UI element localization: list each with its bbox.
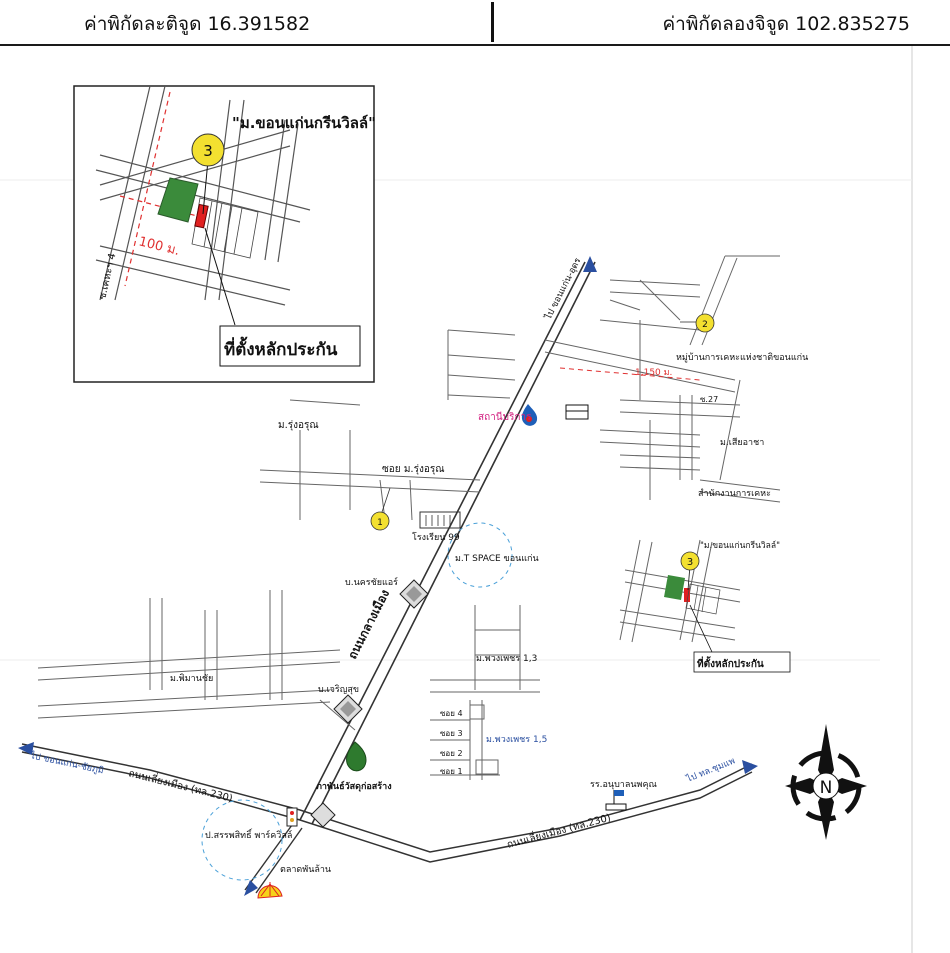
road-main-label: ถนนกลางเมือง [345, 587, 392, 661]
small-greenville-map: 3 "ม.ขอนแก่นกรีนวิลล์" ที่ตั้งหลักประกัน [619, 539, 791, 673]
greenville-small-label: "ม.ขอนแก่นกรีนวิลล์" [700, 540, 780, 551]
building-icon [565, 404, 589, 420]
inset-village-label: "ม.ขอนแก่นกรีนวิลล์" [232, 114, 376, 132]
soi-rungaroon-label: ซอย ม.รุ่งอรุณ [382, 464, 445, 475]
gas-station-label: สถานีบริการ [478, 411, 532, 423]
road-230-east-label: ถนนเลี่ยงเมือง (ทล.230) [505, 810, 612, 851]
coordinates-header: ค่าพิกัดละติจูด 16.391582 ค่าพิกัดลองจิจ… [0, 0, 950, 46]
north-label: N [820, 778, 833, 798]
to-north-label: ไป ขอนแก่น-อุดร [542, 256, 583, 322]
header-divider [491, 2, 494, 42]
soi-1-label: ซอย 1 [440, 767, 463, 776]
main-roads [18, 256, 758, 896]
housing-office-label: สำนักงานการเคหะ [698, 488, 771, 499]
sappasit-label: ป.สรรพสิทธิ์ พาร์ควิลล์ [205, 828, 292, 841]
rungaroon-label: ม.รุ่งอรุณ [278, 420, 319, 431]
tspace-label: ม.T SPACE ขอนแก่น [455, 554, 539, 564]
puangpet-1-label: ม.พวงเพชร 1,3 [476, 654, 537, 664]
north-arrow-icon: N [785, 724, 867, 840]
pt-gas-icon [521, 404, 538, 426]
distance-main-label: 1,150 ม. [635, 368, 672, 378]
location-map: 3 "ม.ขอนแก่นกรีนวิลล์" 100 ม. ซ.เคหะฯ 4 … [0, 46, 913, 953]
marker-2: 2 [680, 313, 715, 333]
pantiwat-icon [346, 741, 367, 772]
charoensuk-label: บ.เจริญสุข [318, 684, 359, 695]
market-label: ตลาดพันล้าน [280, 864, 331, 875]
soi-2-label: ซอย 2 [440, 749, 463, 758]
charoensuk-icon [333, 694, 363, 724]
se-roads [430, 605, 540, 780]
to-west-label: ไป ขอนแก่น-ชัยภูมิ [28, 750, 104, 777]
inset-location-label: ที่ตั้งหลักประกัน [224, 336, 338, 360]
school-label: โรงเรียน 99 [412, 532, 460, 543]
soi-3-label: ซอย 3 [440, 729, 463, 738]
soi-4-label: ซอย 4 [440, 709, 463, 718]
marker-1: 1 [370, 487, 391, 531]
ne-roads [544, 255, 781, 503]
seeanan-label: ม.เสียอาชา [720, 437, 764, 448]
longitude-label: ค่าพิกัดลองจิจูด 102.835275 [662, 13, 910, 35]
school-icon [605, 790, 627, 811]
road-230-west-label: ถนนเลี่ยงเมือง (ทล.230) [127, 765, 234, 804]
pimanchai-label: ม.พิมานชัย [170, 673, 213, 684]
svg-text:2: 2 [702, 320, 708, 330]
location-small-label: ที่ตั้งหลักประกัน [697, 656, 764, 670]
shell-icon [257, 882, 283, 899]
junction-icon [286, 802, 336, 828]
to-east-label: ไป ทล.ชุมแพ [684, 755, 737, 785]
svg-text:1: 1 [377, 518, 383, 528]
inset-map: 3 "ม.ขอนแก่นกรีนวิลล์" 100 ม. ซ.เคหะฯ 4 … [73, 85, 376, 383]
soi-27-label: ซ.27 [700, 395, 718, 404]
sw-roads [37, 590, 356, 731]
school2-label: รร.อนุบาลนพคุณ [590, 780, 657, 790]
latitude-label: ค่าพิกัดละติจูด 16.391582 [84, 13, 311, 35]
inset-marker-number: 3 [203, 142, 213, 160]
pantiwat-label: ภาพันธ์วัสดุก่อสร้าง [316, 780, 392, 792]
puangpet-2-label: ม.พวงเพชร 1,5 [486, 735, 547, 745]
nakhonchai-label: บ.นครชัยแอร์ [345, 576, 398, 588]
nakhonchai-icon [399, 579, 429, 609]
marker-3-small-number: 3 [687, 557, 693, 568]
nw-roads [259, 329, 516, 521]
housing-label: หมู่บ้านการเคหะแห่งชาติขอนแก่น [676, 352, 808, 363]
